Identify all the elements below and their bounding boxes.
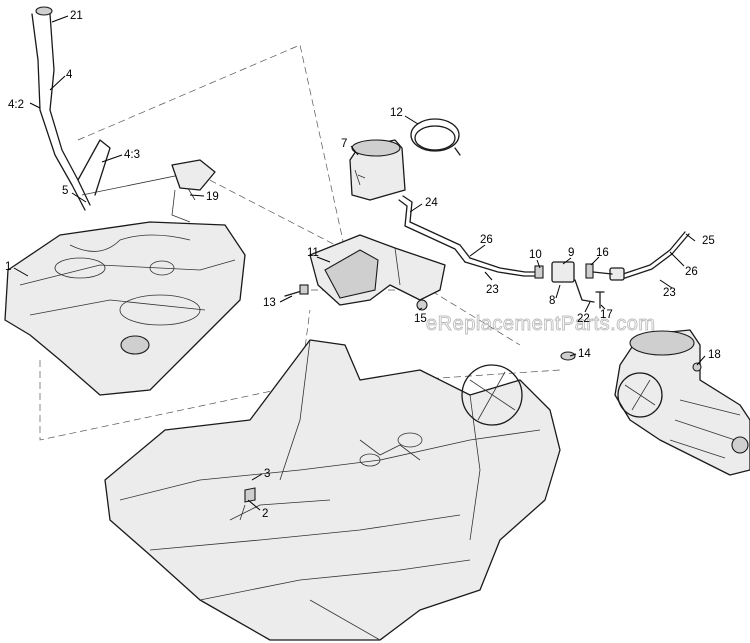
vent-hose-24[interactable] xyxy=(398,195,471,263)
callout-8: 8 xyxy=(549,295,555,307)
vent-hose-23-right[interactable] xyxy=(619,231,690,280)
callout-3: 3 xyxy=(264,468,270,480)
callout-23-left: 23 xyxy=(486,284,499,296)
callout-4: 4 xyxy=(66,69,73,81)
callout-labels: 21 4 4:2 4:3 5 19 1 7 12 24 26 10 9 16 2… xyxy=(5,10,721,520)
callout-24: 24 xyxy=(425,197,438,209)
grommet-14[interactable] xyxy=(560,351,576,361)
callout-16: 16 xyxy=(596,247,609,259)
vent-hose-23-left[interactable] xyxy=(464,257,541,277)
canister-clamp[interactable] xyxy=(410,118,461,156)
callout-17: 17 xyxy=(600,309,613,321)
fuel-cap-icon xyxy=(120,335,150,355)
nut-15[interactable] xyxy=(416,299,428,311)
carbon-canister[interactable] xyxy=(349,139,406,201)
callout-22: 22 xyxy=(577,313,590,325)
fuel-tank[interactable] xyxy=(4,221,246,396)
callout-11: 11 xyxy=(307,247,319,259)
mower-frame[interactable] xyxy=(104,339,561,641)
callout-23-right: 23 xyxy=(663,287,676,299)
bracket-19[interactable] xyxy=(171,159,216,223)
callout-25: 25 xyxy=(702,235,715,247)
callout-4-3: 4:3 xyxy=(124,149,140,161)
callout-14: 14 xyxy=(578,348,591,360)
callout-19: 19 xyxy=(206,191,219,203)
callout-13: 13 xyxy=(263,297,276,309)
callout-10: 10 xyxy=(529,249,542,261)
bolt-13[interactable] xyxy=(284,284,309,297)
heat-shield[interactable] xyxy=(309,234,446,306)
callout-21: 21 xyxy=(70,10,83,22)
callout-9: 9 xyxy=(568,247,574,259)
callout-26-left: 26 xyxy=(480,234,493,246)
callout-18: 18 xyxy=(708,349,721,361)
callout-5: 5 xyxy=(62,185,68,197)
valve-assembly[interactable] xyxy=(534,261,625,309)
callout-15: 15 xyxy=(414,313,427,325)
watermark: eReplacementParts.com xyxy=(426,313,655,335)
engine[interactable] xyxy=(614,329,750,476)
callout-1: 1 xyxy=(5,261,11,273)
callout-26-right: 26 xyxy=(685,266,698,278)
leader-lines xyxy=(13,15,706,511)
callout-4-2: 4:2 xyxy=(8,99,24,111)
callout-12: 12 xyxy=(390,107,403,119)
callout-7: 7 xyxy=(341,138,347,150)
callout-2: 2 xyxy=(262,508,268,520)
filler-neck-hose[interactable] xyxy=(31,6,196,211)
